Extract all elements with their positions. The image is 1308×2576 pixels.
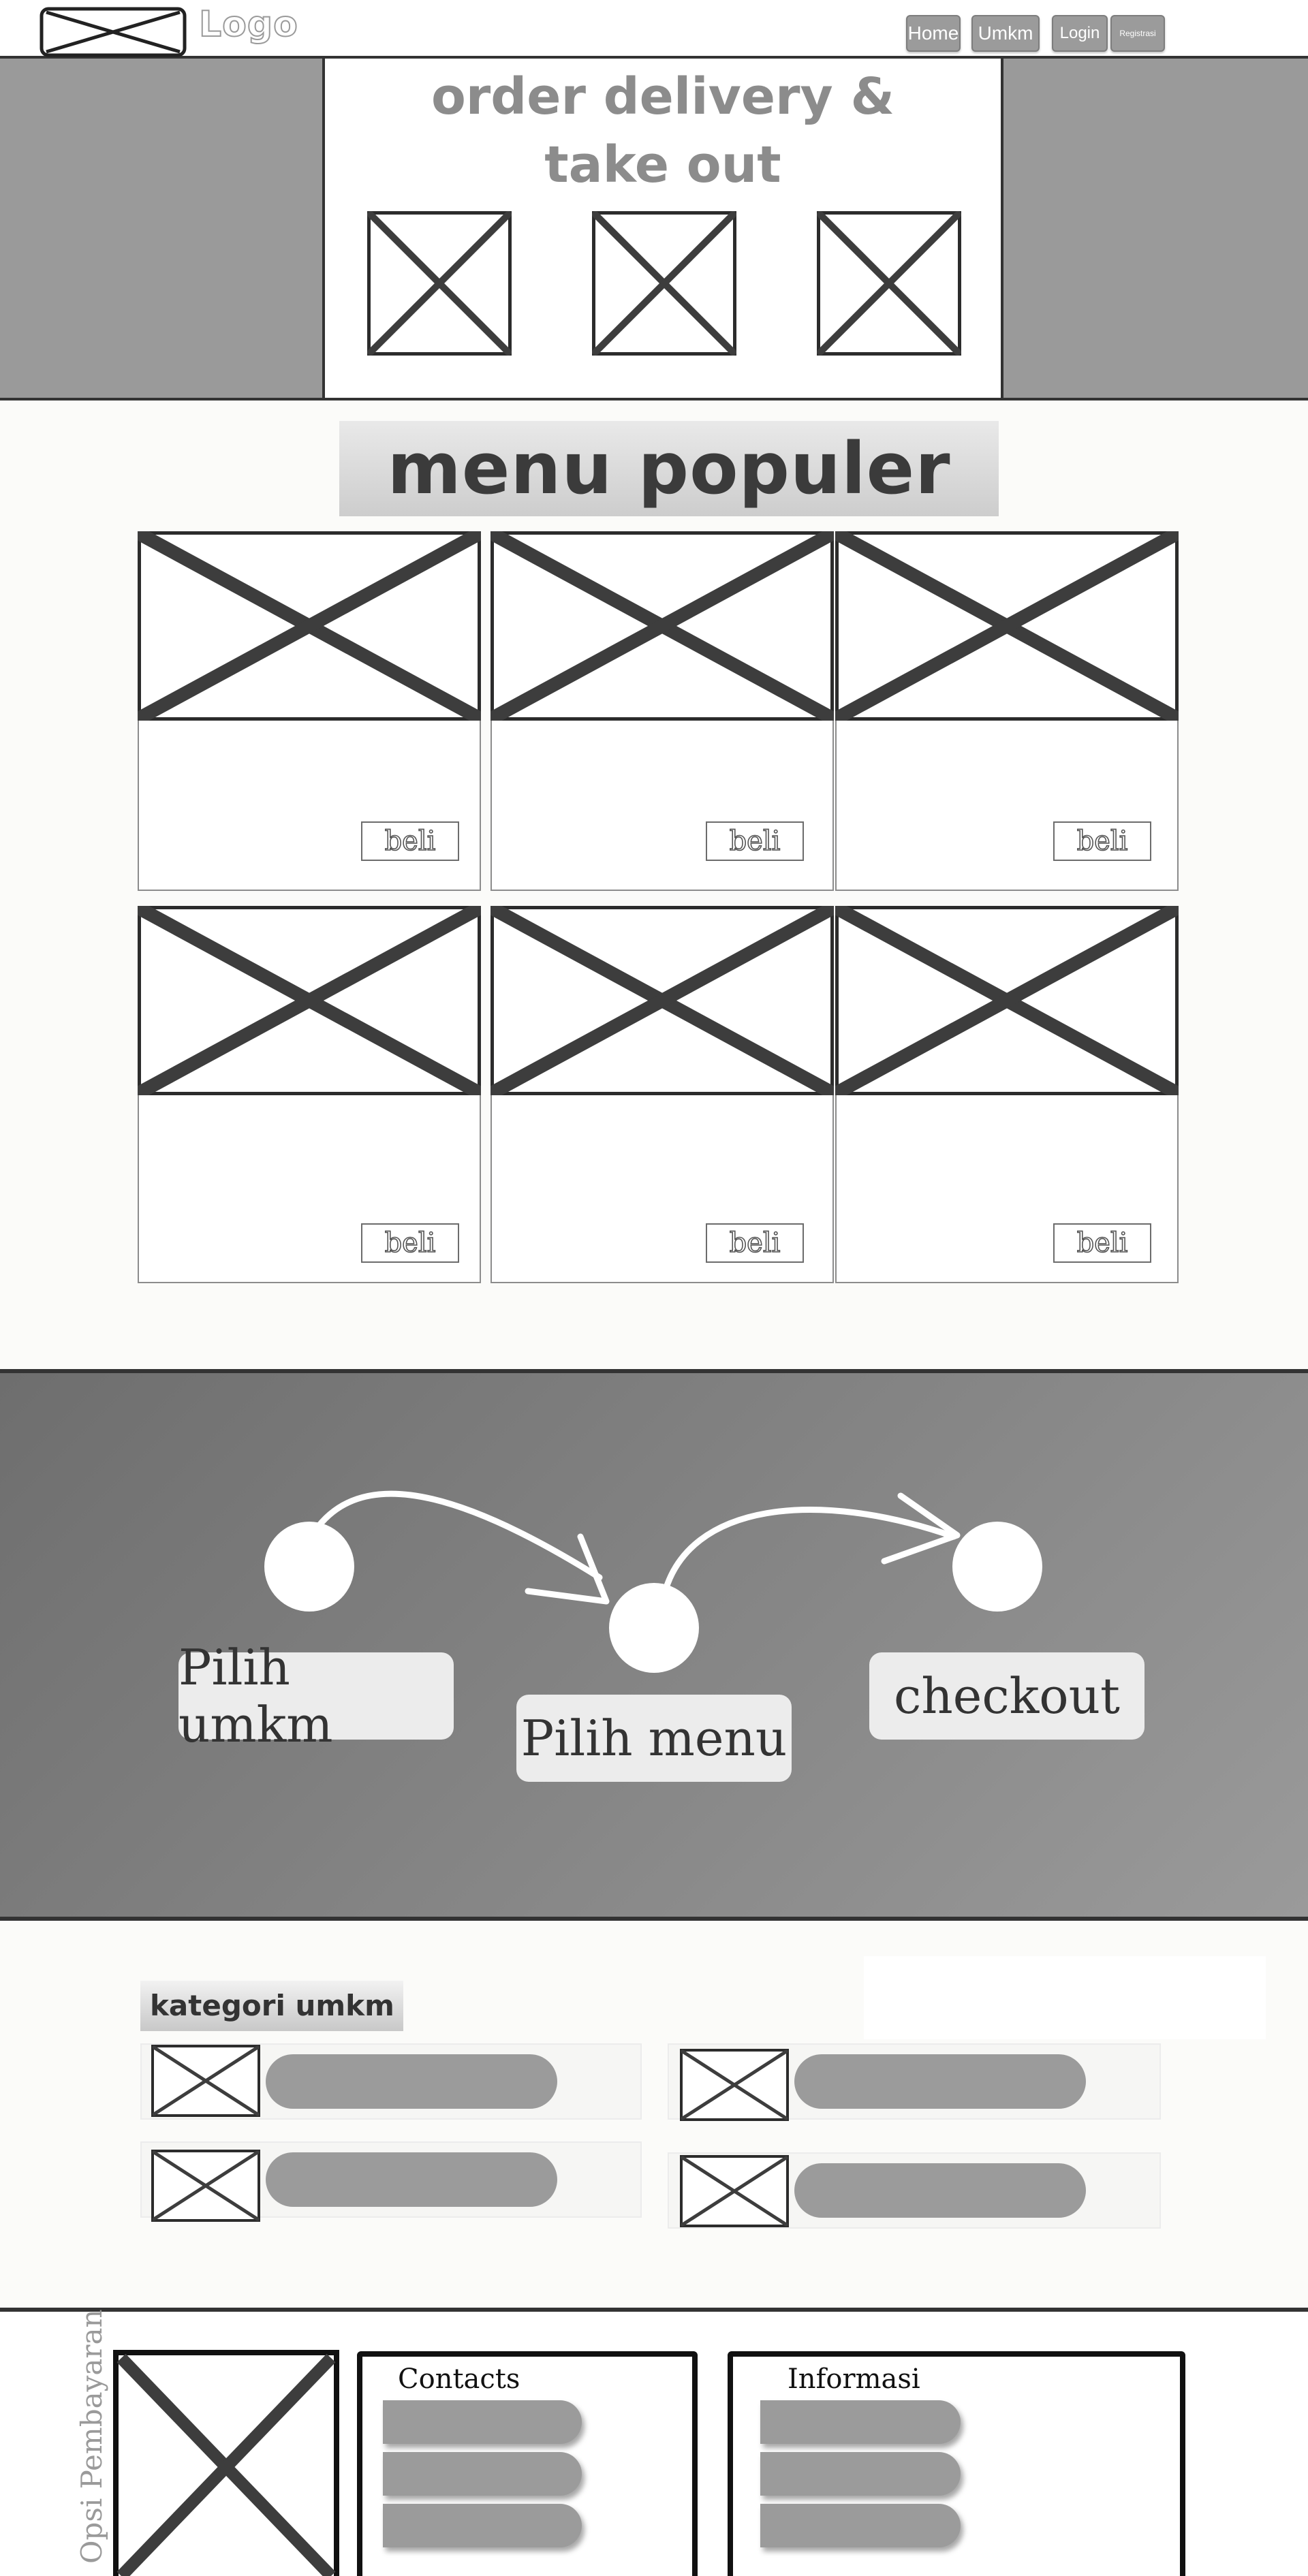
step-2-label: Pilih menu bbox=[516, 1695, 792, 1782]
beli-button[interactable]: beli bbox=[706, 821, 804, 861]
menu-card-image-placeholder[interactable] bbox=[138, 531, 481, 721]
hero-image-placeholder-3[interactable] bbox=[817, 211, 961, 356]
step-2-dot bbox=[609, 1583, 699, 1673]
hero-image-placeholder-1[interactable] bbox=[367, 211, 512, 356]
contact-item-1[interactable] bbox=[383, 2400, 582, 2444]
top-header: Logo Home Umkm Login Registrasi bbox=[0, 0, 1308, 59]
info-item-3[interactable] bbox=[760, 2504, 961, 2547]
contacts-title: Contacts bbox=[398, 2363, 520, 2395]
step-1-label: Pilih umkm bbox=[178, 1639, 454, 1753]
contact-item-2[interactable] bbox=[383, 2452, 582, 2496]
menu-title-banner: menu populer bbox=[339, 421, 999, 516]
kategori-image-placeholder[interactable] bbox=[151, 2150, 260, 2222]
kategori-name-pill[interactable] bbox=[794, 2054, 1086, 2109]
beli-button[interactable]: beli bbox=[706, 1223, 804, 1263]
step-3-dot bbox=[952, 1522, 1042, 1612]
step-1-dot bbox=[264, 1522, 354, 1612]
payment-placeholder-image[interactable] bbox=[113, 2350, 339, 2576]
kategori-title: kategori umkm bbox=[150, 1989, 394, 2022]
hero-panel: order delivery & take out bbox=[322, 59, 1003, 398]
hero-section: order delivery & take out bbox=[0, 59, 1308, 400]
nav-home-button[interactable]: Home bbox=[906, 15, 961, 52]
step-arrows bbox=[311, 1490, 961, 1605]
contacts-box: Contacts bbox=[357, 2351, 698, 2576]
beli-button[interactable]: beli bbox=[1053, 821, 1151, 861]
kategori-name-pill[interactable] bbox=[266, 2152, 557, 2207]
beli-button[interactable]: beli bbox=[1053, 1223, 1151, 1263]
menu-section-title: menu populer bbox=[387, 427, 951, 510]
info-item-2[interactable] bbox=[760, 2452, 961, 2496]
hero-title: order delivery & take out bbox=[325, 63, 1001, 199]
informasi-title: Informasi bbox=[788, 2363, 920, 2395]
kategori-image-placeholder[interactable] bbox=[680, 2049, 789, 2121]
nav-umkm-button[interactable]: Umkm bbox=[971, 15, 1040, 52]
beli-button[interactable]: beli bbox=[361, 1223, 459, 1263]
menu-card-image-placeholder[interactable] bbox=[138, 906, 481, 1095]
nav-registrasi-button[interactable]: Registrasi bbox=[1110, 15, 1165, 52]
kategori-title-banner: kategori umkm bbox=[140, 1981, 403, 2031]
logo-text: Logo bbox=[198, 3, 298, 46]
informasi-box: Informasi bbox=[728, 2351, 1185, 2576]
kategori-image-placeholder[interactable] bbox=[680, 2155, 789, 2227]
contact-item-3[interactable] bbox=[383, 2504, 582, 2547]
menu-card-image-placeholder[interactable] bbox=[490, 906, 834, 1095]
how-to-order-section: Pilih umkm Pilih menu checkout bbox=[0, 1369, 1308, 1921]
nav-login-button[interactable]: Login bbox=[1052, 15, 1108, 52]
menu-card-image-placeholder[interactable] bbox=[490, 531, 834, 721]
payment-options-label: Opsi Pembayaran bbox=[75, 2309, 108, 2564]
menu-card-image-placeholder[interactable] bbox=[835, 906, 1179, 1095]
kategori-blank-panel bbox=[864, 1956, 1266, 2039]
beli-button[interactable]: beli bbox=[361, 821, 459, 861]
hero-image-placeholder-2[interactable] bbox=[592, 211, 736, 356]
info-item-1[interactable] bbox=[760, 2400, 961, 2444]
kategori-name-pill[interactable] bbox=[794, 2163, 1086, 2218]
kategori-name-pill[interactable] bbox=[266, 2054, 557, 2109]
logo-placeholder-image[interactable] bbox=[40, 7, 187, 57]
step-3-label: checkout bbox=[869, 1652, 1144, 1740]
kategori-image-placeholder[interactable] bbox=[151, 2045, 260, 2117]
menu-card-image-placeholder[interactable] bbox=[835, 531, 1179, 721]
hero-title-line2: take out bbox=[544, 136, 781, 194]
hero-title-line1: order delivery & bbox=[431, 67, 895, 126]
